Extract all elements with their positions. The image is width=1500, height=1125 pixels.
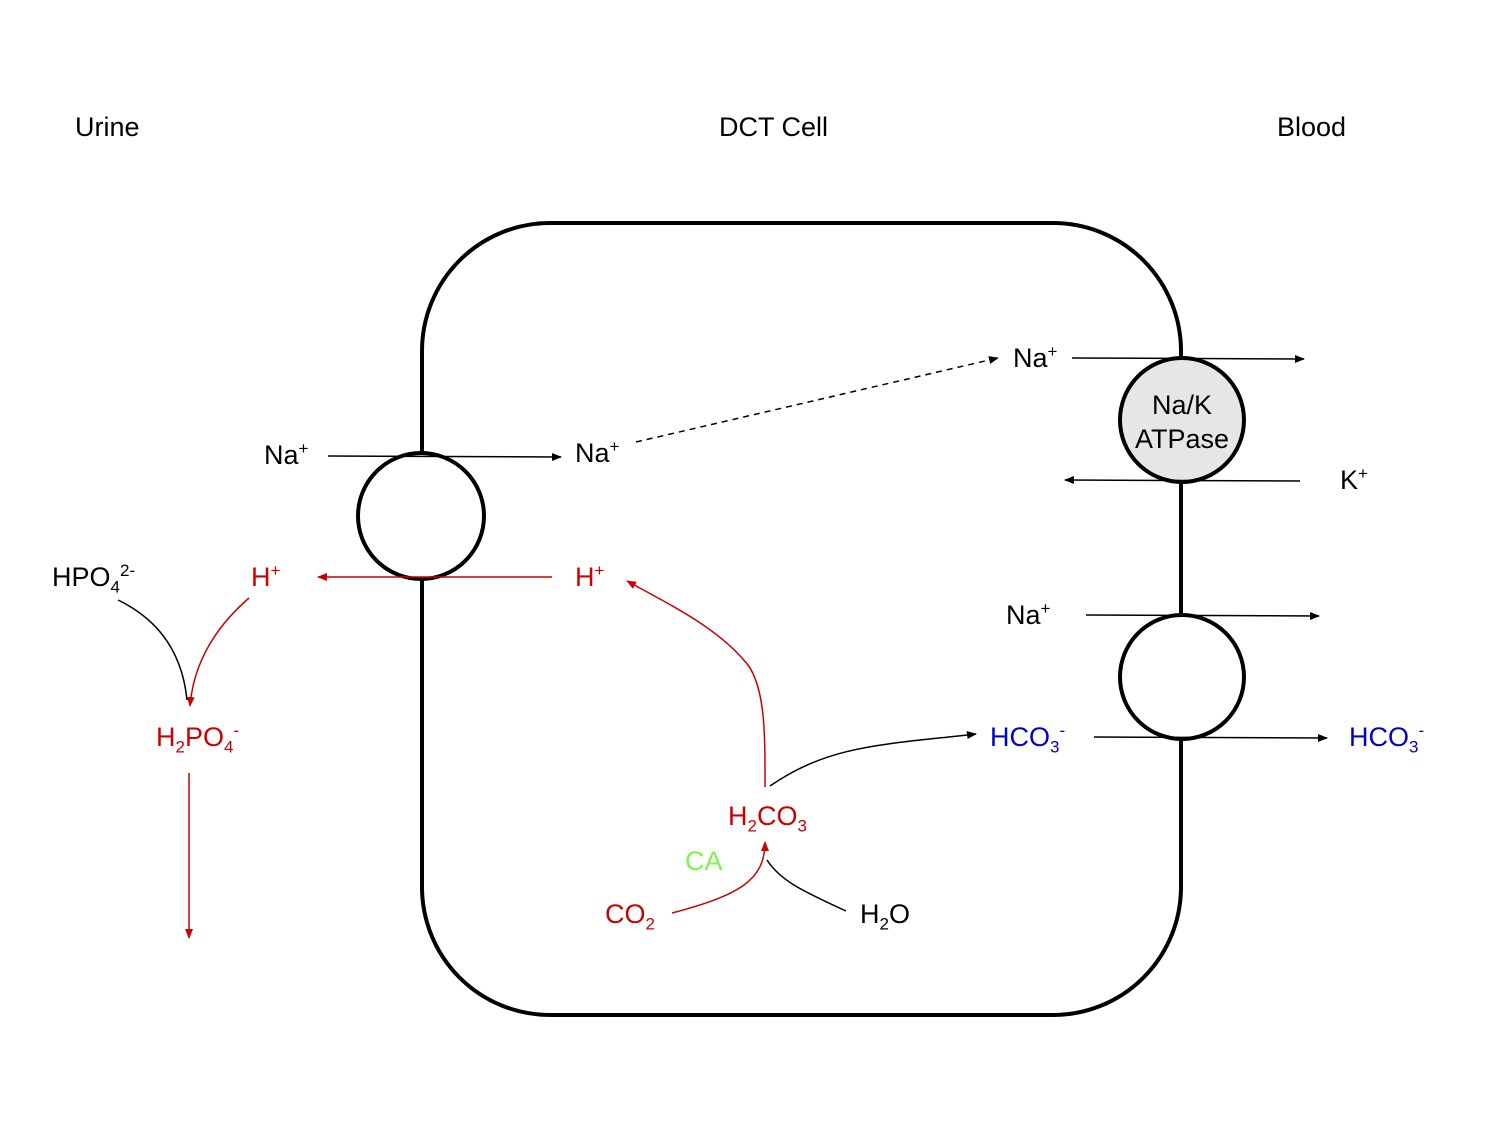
h2po4-label: H2PO4- [156, 721, 240, 757]
hco3-cell-label: HCO3- [990, 721, 1066, 757]
h-urine-label: H+ [251, 561, 281, 592]
na-cell-label: Na+ [575, 437, 620, 468]
basolateral-cotransporter [1118, 613, 1246, 741]
urine-label: Urine [75, 112, 140, 142]
pump-label-line2: ATPase [1134, 424, 1230, 454]
na-basolateral-label: Na+ [1006, 599, 1051, 630]
arrow-na-basolateral [1085, 611, 1320, 620]
pump-label: Na/K ATPase [1122, 388, 1242, 456]
arrow-na-diffusion [635, 356, 999, 443]
arrow-h2o-combine [766, 859, 847, 912]
cell-membrane [420, 221, 1183, 1017]
hco3-blood-label: HCO3- [1349, 721, 1425, 757]
dct-cell-label: DCT Cell [719, 112, 829, 142]
blood-label: Blood [1277, 112, 1347, 142]
h-cell-label: H+ [575, 561, 605, 592]
na-pump-label: Na+ [1013, 342, 1058, 373]
h2co3-label: H2CO3 [728, 801, 807, 836]
arrow-k-into-cell [1064, 476, 1301, 485]
arrow-h2co3-to-hco3 [769, 731, 977, 787]
arrow-h-combine [186, 597, 250, 707]
arrow-na-apical [327, 452, 562, 461]
pump-label-line1: Na/K [1151, 390, 1213, 420]
h2o-label: H2O [860, 899, 910, 934]
carbonic-anhydrase-label: CA [685, 846, 723, 876]
arrow-co2-to-h2co3 [671, 841, 769, 914]
arrow-hco3-to-blood [1093, 733, 1328, 742]
arrow-na-to-blood [1071, 354, 1305, 363]
k-blood-label: K+ [1340, 464, 1368, 495]
co2-label: CO2 [605, 899, 655, 934]
arrow-h2co3-to-h [626, 580, 766, 788]
arrow-hpo4-combine [117, 599, 188, 701]
hpo4-label: HPO42- [52, 561, 136, 597]
apical-exchanger [356, 451, 486, 581]
na-urine-label: Na+ [264, 439, 309, 470]
